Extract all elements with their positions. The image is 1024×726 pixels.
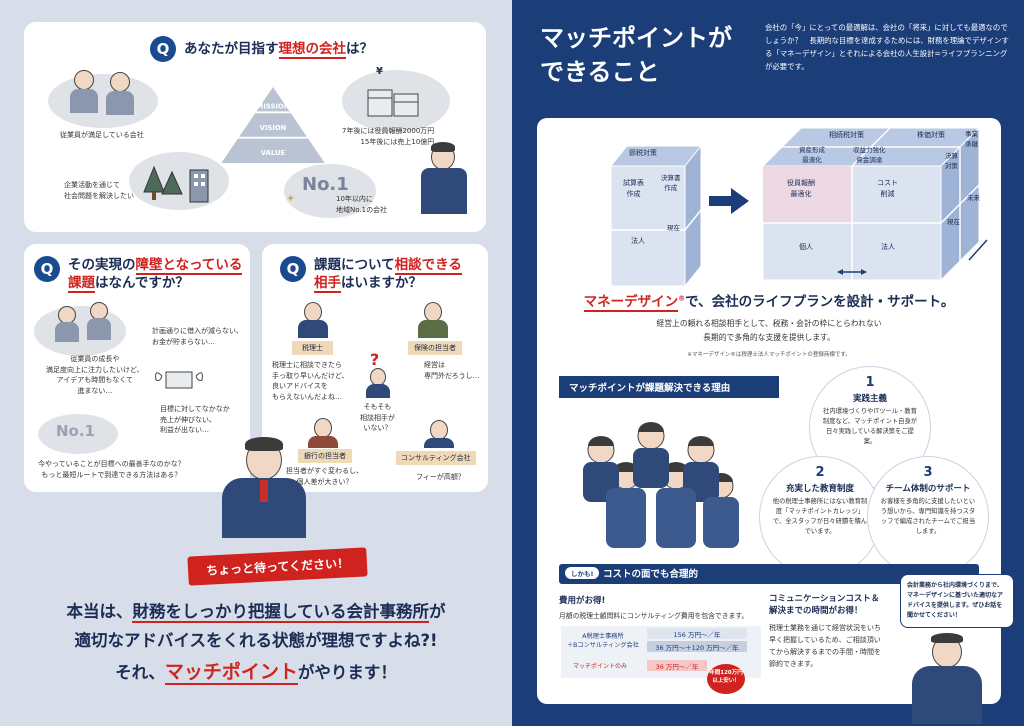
big-cube-top-left: 相続税対策 — [829, 131, 864, 139]
q2-card: Q その実現の障壁となっている 課題はなんですか？ 従業員の成長や 満足度向上に… — [24, 244, 250, 492]
arrow-right-icon — [709, 188, 749, 214]
q3-heading: Q 課題について相談できる 相手はいますか？ — [280, 256, 462, 294]
reasons-bar: マッチポイントが課題解決できる理由 — [559, 376, 779, 398]
caption-center: そもそも 相談相手が いない？ — [360, 403, 395, 432]
pyramid-vision: VISION — [260, 124, 287, 132]
cost-row1-b: 36 万円〜＋120 万円〜／年 — [647, 641, 747, 652]
label-bank: 銀行の担当者 — [298, 449, 352, 463]
caption-employees: 従業員が満足している会社 — [60, 131, 144, 139]
label-insurance: 保険の担当者 — [408, 341, 462, 355]
label-tax: 税理士 — [292, 341, 333, 355]
big-cube-front-br: 法人 — [881, 243, 895, 251]
money-stack-icon — [367, 89, 419, 117]
q2-heading: Q その実現の障壁となっている 課題はなんですか？ — [34, 256, 243, 294]
big-cube-top-mid-right: 収益力強化 資金調達 — [853, 146, 886, 164]
big-cube-top-mid-left: 資産形成 最適化 — [799, 146, 825, 164]
trademark-note: ※マネーデザイン®は税理士法人マッチポイントの登録商標です。 — [687, 352, 851, 358]
bottom-line-2: 適切なアドバイスをくれる状態が理想ですよね?! — [74, 630, 438, 650]
bottom-message: 本当は、財務をしっかり把握している会計事務所が 適切なアドバイスをくれる状態が理… — [24, 598, 488, 689]
small-cube-side-bottom: 現在 — [667, 224, 680, 232]
speech-bubble: 会計業務から社内環境づくりまで、マネーデザインに基づいた適切なアドバイスを提供し… — [900, 574, 1014, 628]
reason-circle-2: 2 充実した教育制度 他の税理士事務所にはない教育制度「マッチポイントカレッジ」… — [759, 456, 881, 578]
q1-heading: Q あなたが目指す理想の会社は？ — [150, 36, 373, 62]
cloud-shape — [48, 74, 158, 128]
big-cube-front-tl: 役員報酬 最適化 — [787, 179, 815, 198]
cloud-shape — [38, 414, 118, 454]
small-cube-front-top: 試算表 作成 — [623, 179, 644, 198]
label-consult: コンサルティング会社 — [396, 451, 476, 465]
cost-section — [559, 564, 979, 584]
no1-label: No.1 — [302, 174, 349, 195]
big-cube-diagram — [763, 126, 988, 282]
bottom-highlight-1: 財務をしっかり把握している会計事務所 — [132, 602, 429, 623]
mission-vision-value-pyramid: MISSION VISION VALUE — [221, 86, 325, 164]
subtext-2: 長期的で多角的な支援を提供します。 — [703, 333, 835, 342]
cost-row1-label: A税理士事務所 ＋Bコンサルティング会社 — [567, 633, 639, 650]
comm-title: コミュニケーションコスト＆ 解決までの時間がお得！ — [769, 594, 880, 616]
money-design-headline: マネーデザイン®で、会社のライフプランを設計・サポート。 — [583, 294, 955, 312]
cost-row2-value: 36 万円〜／年 — [647, 660, 707, 671]
wait-banner: ちょっと待ってください！ — [187, 547, 368, 586]
small-cube-side-top: 決算書 作成 — [661, 174, 681, 192]
subtext-1: 経営上の頼れる相談相手として、税務・会計の枠にとらわれない — [656, 319, 882, 328]
big-cube-top-right: 株価対策 — [917, 131, 945, 139]
team-illustration — [583, 422, 739, 548]
caption-insurance: 経営は 専門外だろうし… — [424, 361, 480, 380]
yen-icon: ¥ — [376, 66, 383, 77]
cloud-shape — [34, 306, 126, 356]
caption-bank: 担当者がすぐ変わるし、 個人差が大きい？ — [286, 467, 363, 486]
q1-card: Q あなたが目指す理想の会社は？ 従業員が満足している会社 企業活動を通じて 社… — [24, 22, 486, 232]
caption-loan: 計画通りに借入が減らない、 お金が貯まらない… — [152, 327, 243, 346]
caption-no1: 10年以内に 地域No.1の会社 — [336, 195, 388, 214]
caption-consult: フィーが高額？ — [416, 473, 465, 481]
right-title: マッチポイントが できること — [540, 24, 732, 86]
caption-money: 7年後には役員報酬2000万円 15年後には売上10億円 — [342, 127, 435, 146]
cost-title: 費用がお得! — [559, 596, 606, 606]
big-cube-side-now: 現在 — [947, 218, 960, 226]
left-page: Q あなたが目指す理想の会社は？ 従業員が満足している会社 企業活動を通じて 社… — [0, 0, 512, 726]
flying-money-icon — [155, 371, 203, 389]
caption-tax: 税理士に相談できたら 手っ取り早いんだけど、 良いアドバイスを もらえないんだよ… — [272, 361, 349, 401]
comm-text: 税理士業務を通じて経営状況をいち早く把握しているため、ご相談頂いてから解決するま… — [769, 624, 881, 668]
pyramid-mission: MISSION — [257, 102, 290, 110]
savings-badge: 年間120万円 以上安い！ — [707, 664, 745, 694]
cost-bar-title: コストの面でも合理的 — [603, 569, 699, 580]
big-cube-side-future: 未来 — [967, 194, 980, 202]
cloud-shape — [284, 164, 376, 218]
cost-row1-a: 156 万円〜／年 — [647, 628, 747, 639]
small-cube-front-bottom: 法人 — [631, 237, 645, 245]
q-badge: Q — [280, 256, 306, 282]
bottom-highlight-3: マッチポイント — [164, 660, 298, 685]
big-cube-side-mid: 決算 対策 — [945, 152, 958, 170]
sparkle-icon: ✦ — [286, 192, 296, 205]
q-badge: Q — [150, 36, 176, 62]
cost-badge: しかも! — [565, 567, 600, 579]
question-mark-icon: ? — [370, 350, 380, 369]
caption-society: 企業活動を通じて 社会問題を解決したい — [64, 181, 134, 200]
big-cube-side-top: 事業 承継 — [965, 130, 978, 148]
right-intro: 会社の「今」にとっての最適解は、会社の「将来」に対しても最適なのでしょうか？ 長… — [765, 23, 1009, 71]
reason-circle-3: 3 チーム体制のサポート お客様を多角的に支援したいという想いから、専門知識を持… — [867, 456, 989, 578]
caption-sales: 目標に対してなかなか 売上が伸びない、 利益が出ない… — [160, 405, 230, 434]
cloud-shape — [129, 152, 229, 210]
q-badge: Q — [34, 256, 60, 282]
small-cube-diagram — [609, 144, 703, 288]
caption-growth: 従業員の成長や 満足度向上に注力したいけど、 アイデアも時間もなくて 進まない… — [46, 355, 144, 395]
trees-building-icon — [143, 165, 209, 203]
cost-row2-label: マッチポイントのみ — [573, 663, 628, 670]
caption-route: 今やっていることが目標への最善手なのかな？ もっと最短ルートで到達できる方法はあ… — [38, 460, 185, 479]
cost-desc: 月額の税理士顧問料にコンサルティング費用を包含できます。 — [559, 612, 749, 620]
q1-highlight: 理想の会社 — [278, 41, 346, 59]
big-cube-front-bl: 個人 — [799, 243, 813, 251]
small-cube-top: 節税対策 — [629, 149, 657, 157]
big-cube-front-tr: コスト 削減 — [877, 179, 898, 198]
no1-label: No.1 — [56, 422, 95, 440]
q3-card: Q 課題について相談できる 相手はいますか？ 税理士 税理士に相談できたら 手っ… — [262, 244, 488, 492]
pyramid-value: VALUE — [261, 149, 286, 157]
